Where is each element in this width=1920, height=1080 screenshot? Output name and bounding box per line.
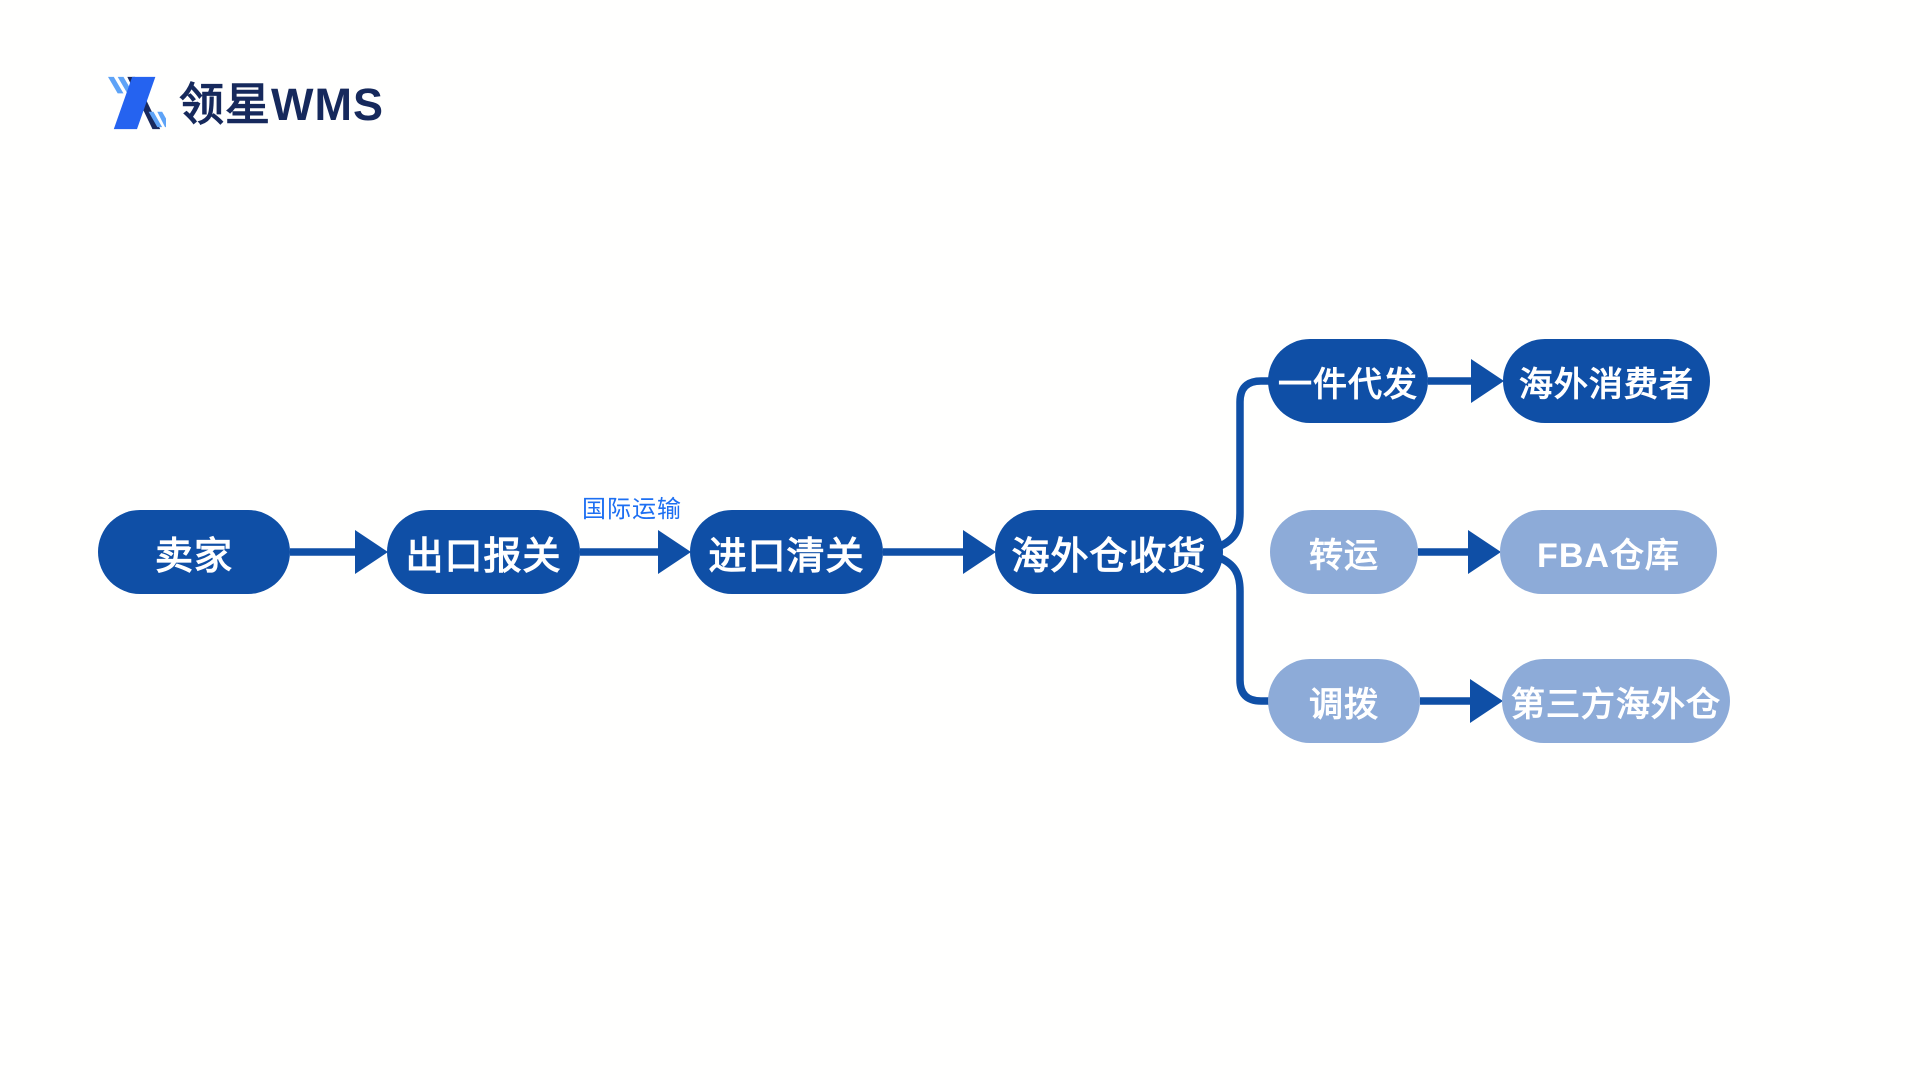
node-seller-label: 卖家: [154, 535, 233, 578]
branch-bracket: [1214, 377, 1273, 705]
node-transfer: 转运: [1270, 510, 1418, 594]
arrow-import-to-receiving: [883, 530, 996, 574]
brand-logo: 领星WMS: [108, 76, 384, 130]
node-import-clearance: 进口清关: [690, 510, 883, 594]
arrow-allocate-to-thirdparty: [1420, 679, 1503, 723]
node-import-clearance-label: 进口清关: [708, 535, 865, 578]
node-overseas-receiving: 海外仓收货: [995, 510, 1223, 594]
node-allocation-label: 调拨: [1309, 685, 1379, 724]
node-fba-warehouse: FBA仓库: [1500, 510, 1717, 594]
node-dropshipping-label: 一件代发: [1278, 365, 1418, 404]
arrow-seller-to-export: [290, 530, 388, 574]
node-fba-warehouse-label: FBA仓库: [1537, 536, 1680, 575]
node-thirdparty-warehouse-label: 第三方海外仓: [1511, 685, 1721, 724]
node-seller: 卖家: [98, 510, 290, 594]
transport-label: 国际运输: [582, 496, 682, 523]
brand-name: 领星WMS: [179, 78, 384, 130]
node-overseas-receiving-label: 海外仓收货: [1011, 535, 1207, 578]
node-export-customs: 出口报关: [387, 510, 580, 594]
node-allocation: 调拨: [1268, 659, 1420, 743]
node-thirdparty-warehouse: 第三方海外仓: [1502, 659, 1730, 743]
node-overseas-consumer: 海外消费者: [1503, 339, 1710, 423]
node-export-customs-label: 出口报关: [405, 535, 562, 578]
node-dropshipping: 一件代发: [1268, 339, 1428, 423]
arrow-dropship-to-consumer: [1428, 359, 1504, 403]
arrow-transfer-to-fba: [1418, 530, 1501, 574]
node-transfer-label: 转运: [1309, 536, 1379, 575]
lingxing-x-icon: [108, 76, 166, 130]
arrow-export-to-import: [580, 530, 691, 574]
node-overseas-consumer-label: 海外消费者: [1519, 365, 1694, 404]
